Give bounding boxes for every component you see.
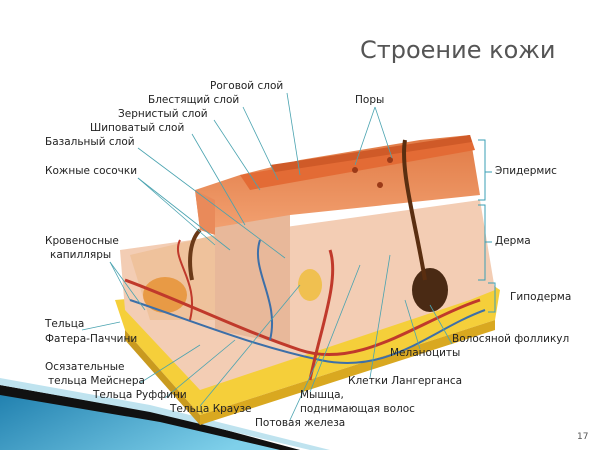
label-stratum-granulosum: Зернистый слой	[118, 108, 208, 120]
label-dermal-papillae: Кожные сосочки	[45, 165, 138, 177]
epidermis-layer	[195, 135, 480, 235]
label-pacini: Тельца	[45, 318, 85, 330]
label-krause: Тельца Краузе	[170, 403, 252, 415]
label-capillaries-2: капилляры	[50, 249, 112, 261]
label-hair-follicle: Волосяной фолликул	[452, 333, 570, 345]
label-dermis: Дерма	[495, 235, 531, 247]
label-stratum-lucidum: Блестящий слой	[148, 94, 240, 106]
label-muscle-2: поднимающая волос	[300, 403, 415, 415]
label-capillaries: Кровеносные	[45, 235, 119, 247]
label-pores: Поры	[355, 94, 385, 106]
label-epidermis: Эпидермис	[495, 165, 557, 177]
label-ruffini: Тельца Руффини	[93, 389, 187, 401]
hair	[402, 139, 427, 281]
label-pacini-2: Фатера-Паччини	[45, 333, 138, 345]
label-hypodermis: Гиподерма	[510, 291, 572, 303]
page-number: 17	[577, 432, 589, 442]
label-muscle: Мышца,	[300, 389, 344, 401]
label-meissner: Осязательные	[45, 361, 125, 373]
slide-decoration-black	[0, 385, 300, 450]
label-meissner-2: тельца Мейснера	[48, 375, 145, 387]
label-stratum-spinosum: Шиповатый слой	[90, 122, 185, 134]
dermis-layer	[120, 200, 495, 390]
slide-title: Строение кожи	[360, 36, 556, 64]
leader-lines	[81, 92, 453, 421]
label-melanocytes: Меланоциты	[390, 347, 461, 359]
label-stratum-basale: Базальный слой	[45, 136, 135, 148]
label-langerhans: Клетки Лангерганса	[348, 375, 463, 387]
layer-brackets	[478, 139, 496, 313]
label-sweat-gland: Потовая железа	[255, 417, 346, 429]
label-stratum-corneum: Роговой слой	[210, 80, 284, 92]
